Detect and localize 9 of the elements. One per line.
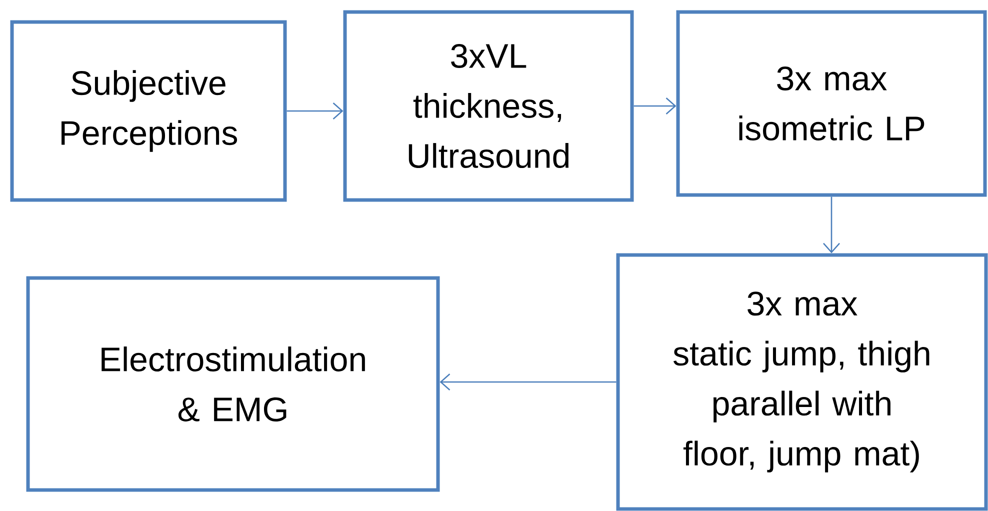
process-box: 3x max isometric LP bbox=[676, 10, 987, 197]
process-box: 3x max static jump, thigh parallel with floor, jump mat) bbox=[616, 253, 988, 511]
arrow bbox=[634, 98, 676, 114]
arrow bbox=[440, 374, 616, 390]
process-box: Electrostimulation & EMG bbox=[26, 276, 440, 492]
arrow bbox=[823, 196, 840, 254]
arrow bbox=[286, 102, 344, 120]
process-box: Subjective Perceptions bbox=[10, 20, 287, 202]
process-box: 3xVL thickness, Ultrasound bbox=[343, 10, 634, 202]
